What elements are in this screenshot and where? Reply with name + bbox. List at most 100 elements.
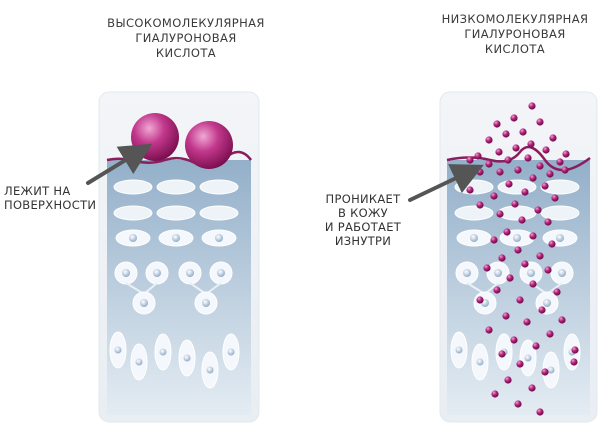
- small-molecule: [505, 180, 513, 188]
- small-molecule: [524, 154, 532, 162]
- small-molecule: [496, 168, 504, 176]
- flat-skin-cell: [540, 179, 580, 195]
- cell-nucleus: [202, 299, 210, 307]
- right-panel-label: ПРОНИКАЕТ В КОЖУ И РАБОТАЕТ ИЗНУТРИ: [324, 192, 402, 248]
- small-molecule: [498, 254, 506, 262]
- small-molecule: [529, 280, 537, 288]
- cell-nucleus: [215, 234, 223, 242]
- small-molecule: [491, 390, 499, 398]
- small-molecule: [544, 218, 552, 226]
- small-molecule: [532, 342, 540, 350]
- small-molecule: [534, 206, 542, 214]
- cell-nucleus: [463, 269, 471, 277]
- small-molecule: [474, 152, 482, 160]
- small-molecule: [541, 368, 549, 376]
- small-molecule: [502, 130, 510, 138]
- right-pointer-arrow: [408, 164, 484, 202]
- small-molecule: [553, 288, 561, 296]
- small-molecule: [529, 174, 537, 182]
- large-molecule: [185, 121, 233, 169]
- cell-nucleus: [543, 299, 551, 307]
- small-molecule: [527, 140, 535, 148]
- small-molecule: [544, 266, 552, 274]
- cell-nucleus: [129, 234, 137, 242]
- cell-nucleus: [206, 366, 214, 374]
- small-molecule: [541, 182, 549, 190]
- small-molecule: [510, 114, 518, 122]
- small-molecule: [551, 194, 559, 202]
- left-pointer-arrow: [86, 143, 153, 185]
- cell-nucleus: [114, 346, 122, 354]
- small-molecule: [521, 260, 529, 268]
- small-molecule: [536, 252, 544, 260]
- cell-nucleus: [513, 234, 521, 242]
- left-cell-layers: [109, 179, 240, 389]
- small-molecule-cloud: [466, 102, 579, 416]
- small-molecule: [503, 228, 511, 236]
- small-molecule: [561, 166, 569, 174]
- flat-skin-cell: [454, 179, 494, 195]
- small-molecule: [504, 156, 512, 164]
- flat-skin-cell: [113, 179, 153, 195]
- small-molecule: [516, 296, 524, 304]
- small-molecule: [493, 120, 501, 128]
- cell-nucleus: [476, 358, 484, 366]
- small-molecule: [493, 286, 501, 294]
- small-molecule: [483, 264, 491, 272]
- cell-nucleus: [455, 346, 463, 354]
- small-molecule: [528, 384, 536, 392]
- small-molecule: [495, 148, 503, 156]
- small-molecule: [546, 330, 554, 338]
- small-molecule: [502, 312, 510, 320]
- flat-skin-cell: [454, 205, 494, 221]
- small-molecule: [490, 236, 498, 244]
- left-skin-panel: [98, 91, 260, 423]
- small-molecule: [528, 102, 536, 110]
- small-molecule: [529, 232, 537, 240]
- left-panel-label: ЛЕЖИТ НА ПОВЕРХНОСТИ: [4, 184, 97, 212]
- small-molecule: [514, 166, 522, 174]
- small-molecule: [556, 158, 564, 166]
- small-molecule: [516, 360, 524, 368]
- flat-skin-cell: [199, 205, 239, 221]
- cell-nucleus: [494, 269, 502, 277]
- flat-skin-cell: [156, 205, 196, 221]
- cell-nucleus: [556, 234, 564, 242]
- small-molecule: [519, 128, 527, 136]
- small-molecule: [466, 156, 474, 164]
- small-molecule: [536, 162, 544, 170]
- flat-skin-cell: [113, 205, 153, 221]
- small-molecule: [536, 408, 544, 416]
- cell-nucleus: [524, 354, 532, 362]
- small-molecule: [504, 376, 512, 384]
- flat-skin-cell: [497, 205, 537, 221]
- cell-nucleus: [217, 269, 225, 277]
- small-molecule: [496, 210, 504, 218]
- small-molecule: [558, 316, 566, 324]
- small-molecule: [476, 201, 484, 209]
- small-molecule: [511, 200, 519, 208]
- cell-nucleus: [527, 269, 535, 277]
- flat-skin-cell: [540, 205, 580, 221]
- cell-nucleus: [159, 348, 167, 356]
- small-molecule: [466, 186, 474, 194]
- flat-skin-cell: [199, 179, 239, 195]
- right-panel-title: НИЗКОМОЛЕКУЛЯРНАЯ ГИАЛУРОНОВАЯ КИСЛОТА: [441, 12, 589, 56]
- small-molecule: [514, 400, 522, 408]
- small-molecule: [521, 188, 529, 196]
- small-molecule: [514, 246, 522, 254]
- small-molecule: [548, 240, 556, 248]
- cell-nucleus: [153, 269, 161, 277]
- small-molecule: [485, 326, 493, 334]
- cell-nucleus: [135, 358, 143, 366]
- cell-nucleus: [140, 299, 148, 307]
- small-molecule: [570, 358, 578, 366]
- cell-nucleus: [122, 269, 130, 277]
- small-molecule: [510, 336, 518, 344]
- small-molecule: [571, 346, 579, 354]
- small-molecule: [523, 318, 531, 326]
- small-molecule: [549, 134, 557, 142]
- small-molecule: [485, 160, 493, 168]
- right-skin-panel: [439, 91, 598, 423]
